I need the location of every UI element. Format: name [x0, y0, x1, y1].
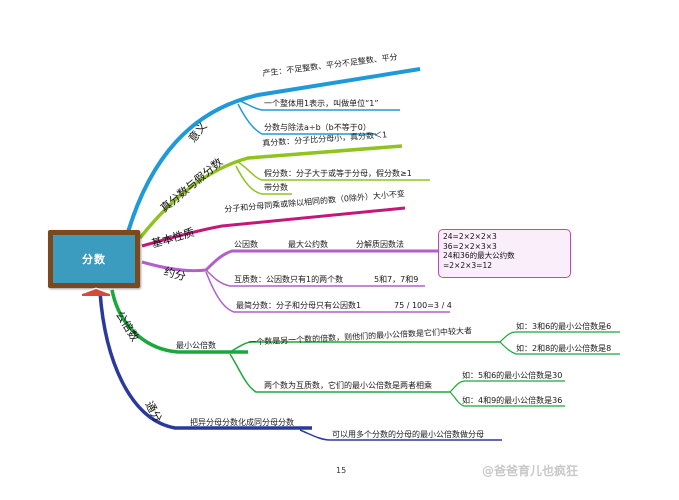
center-blackboard: 分数	[48, 230, 140, 288]
center-board-face: 分数	[53, 235, 135, 283]
branch-reduce-line	[141, 249, 440, 273]
meaning-item-division: 分数与除法a÷b（b不等于0）	[264, 123, 371, 132]
gcd-line-3: 24和36的最大公约数	[443, 251, 515, 260]
center-title: 分数	[82, 253, 106, 266]
proper-item-improper: 假分数：分子大于或等于分母，假分数≥1	[264, 169, 412, 178]
common-rule2: 两个数为互质数，它们的最小公倍数是两者相乘	[264, 381, 432, 390]
reduce-gcf-label: 公因数	[234, 240, 258, 249]
common-rule1-example-1: 如：3和6的最小公倍数是6	[516, 322, 612, 331]
branch-proper-line	[138, 144, 403, 240]
tong-item-1: 把异分母分数化成同分母分数	[190, 418, 294, 427]
gcd-line-2: 36=2×2×3×3	[443, 241, 497, 251]
gcd-example-box: 24=2×2×2×3 36=2×2×3×3 24和36的最大公约数 =2×2×3…	[438, 229, 571, 278]
watermark: @爸爸育儿也疯狂	[482, 464, 579, 478]
common-lcm-label: 最小公倍数	[176, 341, 216, 350]
branch-meaning-line	[126, 67, 421, 233]
gcd-line-1: 24=2×2×2×3	[443, 232, 497, 241]
branch-tong-line	[98, 291, 312, 430]
common-rule1-example-2: 如：2和8的最小公倍数是8	[516, 344, 612, 353]
branch-property-line	[141, 206, 406, 248]
reduce-simplest-label: 最简分数：分子和分母只有公因数1	[236, 301, 362, 310]
reduce-gcf-greatest: 最大公约数	[288, 240, 328, 249]
meaning-item-unit: 一个整体用1表示，叫做单位“1”	[264, 99, 379, 108]
page-number: 15	[336, 466, 347, 475]
gcd-line-4: =2×2×3=12	[443, 260, 492, 270]
common-rule2-example-2: 如：4和9的最小公倍数是36	[462, 396, 563, 405]
reduce-coprime-example: 5和7，7和9	[374, 275, 419, 284]
branch-common-line	[110, 289, 248, 354]
reduce-gcf-method: 分解质因数法	[356, 240, 404, 249]
tong-item-2: 可以用多个分数的分母的最小公倍数做分母	[332, 430, 484, 439]
reduce-coprime-label: 互质数：公因数只有1的两个数	[234, 275, 344, 284]
common-rule2-example-1: 如：5和6的最小公倍数是30	[462, 371, 563, 380]
proper-item-mixed: 带分数	[264, 183, 288, 192]
reduce-simplest-example: 75 / 100=3 / 4	[394, 301, 452, 310]
